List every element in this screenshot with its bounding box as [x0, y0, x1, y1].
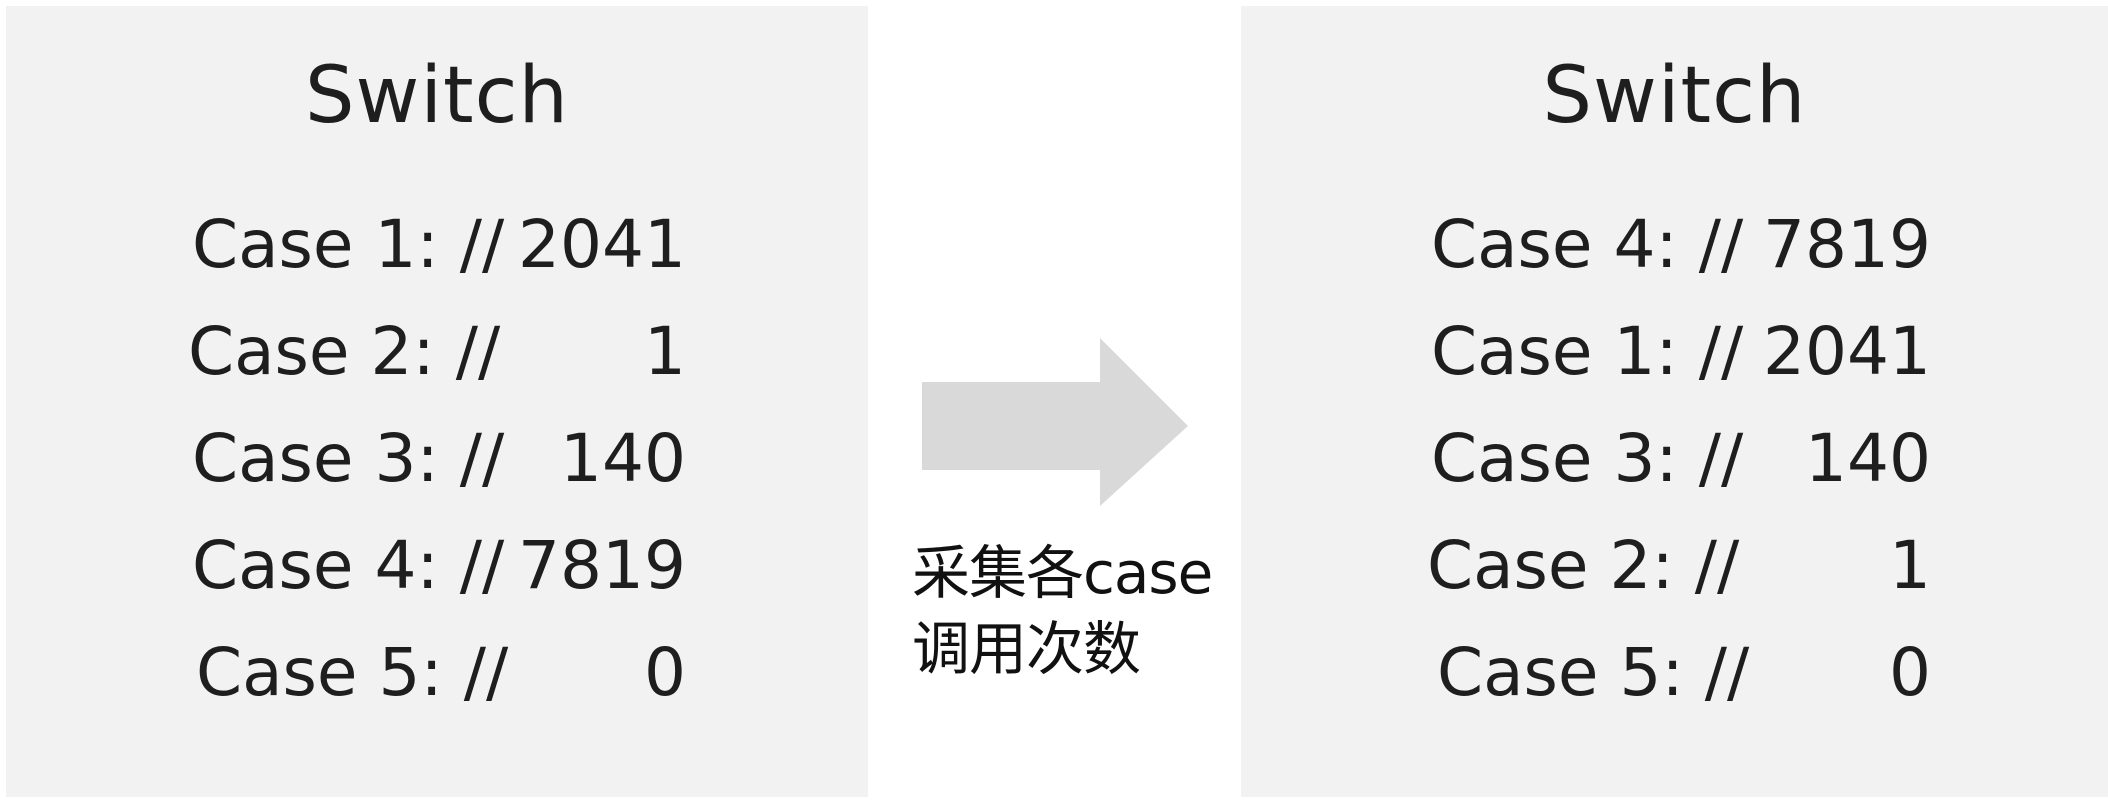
case-count: 7819 [1763, 206, 1931, 283]
arrow-caption: 采集各case 调用次数 [912, 535, 1213, 687]
case-label: Case 3: // [192, 420, 505, 497]
case-row: Case 4: // 7819 [6, 512, 868, 619]
case-row: Case 3: // 140 [6, 405, 868, 512]
case-count: 1 [1889, 527, 1931, 604]
case-list: Case 4: // 7819 Case 1: // 2041 Case 3: … [1241, 191, 2108, 726]
case-row: Case 1: // 2041 [1241, 298, 2108, 405]
switch-before-panel: Switch Case 1: // 2041 Case 2: // 1 Case… [6, 6, 868, 797]
case-label: Case 2: // [1427, 527, 1740, 604]
case-count: 2041 [1763, 313, 1931, 390]
case-count: 140 [1805, 420, 1931, 497]
case-count: 140 [560, 420, 686, 497]
case-label: Case 1: // [1431, 313, 1744, 390]
case-row: Case 2: // 1 [6, 298, 868, 405]
caption-line-2: 调用次数 [912, 615, 1141, 683]
panel-title: Switch [1542, 51, 1807, 141]
case-row: Case 4: // 7819 [1241, 191, 2108, 298]
case-row: Case 1: // 2041 [6, 191, 868, 298]
case-label: Case 5: // [1437, 634, 1750, 711]
case-row: Case 5: // 0 [1241, 619, 2108, 726]
case-label: Case 3: // [1431, 420, 1744, 497]
case-count: 1 [644, 313, 686, 390]
right-arrow-icon [918, 336, 1193, 512]
case-count: 7819 [518, 527, 686, 604]
case-label: Case 5: // [196, 634, 509, 711]
case-row: Case 2: // 1 [1241, 512, 2108, 619]
caption-line-1: 采集各case [912, 539, 1213, 607]
case-count: 0 [1889, 634, 1931, 711]
case-row: Case 5: // 0 [6, 619, 868, 726]
case-label: Case 4: // [192, 527, 505, 604]
case-row: Case 3: // 140 [1241, 405, 2108, 512]
case-label: Case 2: // [188, 313, 501, 390]
switch-after-panel: Switch Case 4: // 7819 Case 1: // 2041 C… [1241, 6, 2108, 797]
case-label: Case 1: // [192, 206, 505, 283]
case-count: 2041 [518, 206, 686, 283]
case-label: Case 4: // [1431, 206, 1744, 283]
panel-title: Switch [305, 51, 569, 141]
case-list: Case 1: // 2041 Case 2: // 1 Case 3: // … [6, 191, 868, 726]
case-count: 0 [644, 634, 686, 711]
